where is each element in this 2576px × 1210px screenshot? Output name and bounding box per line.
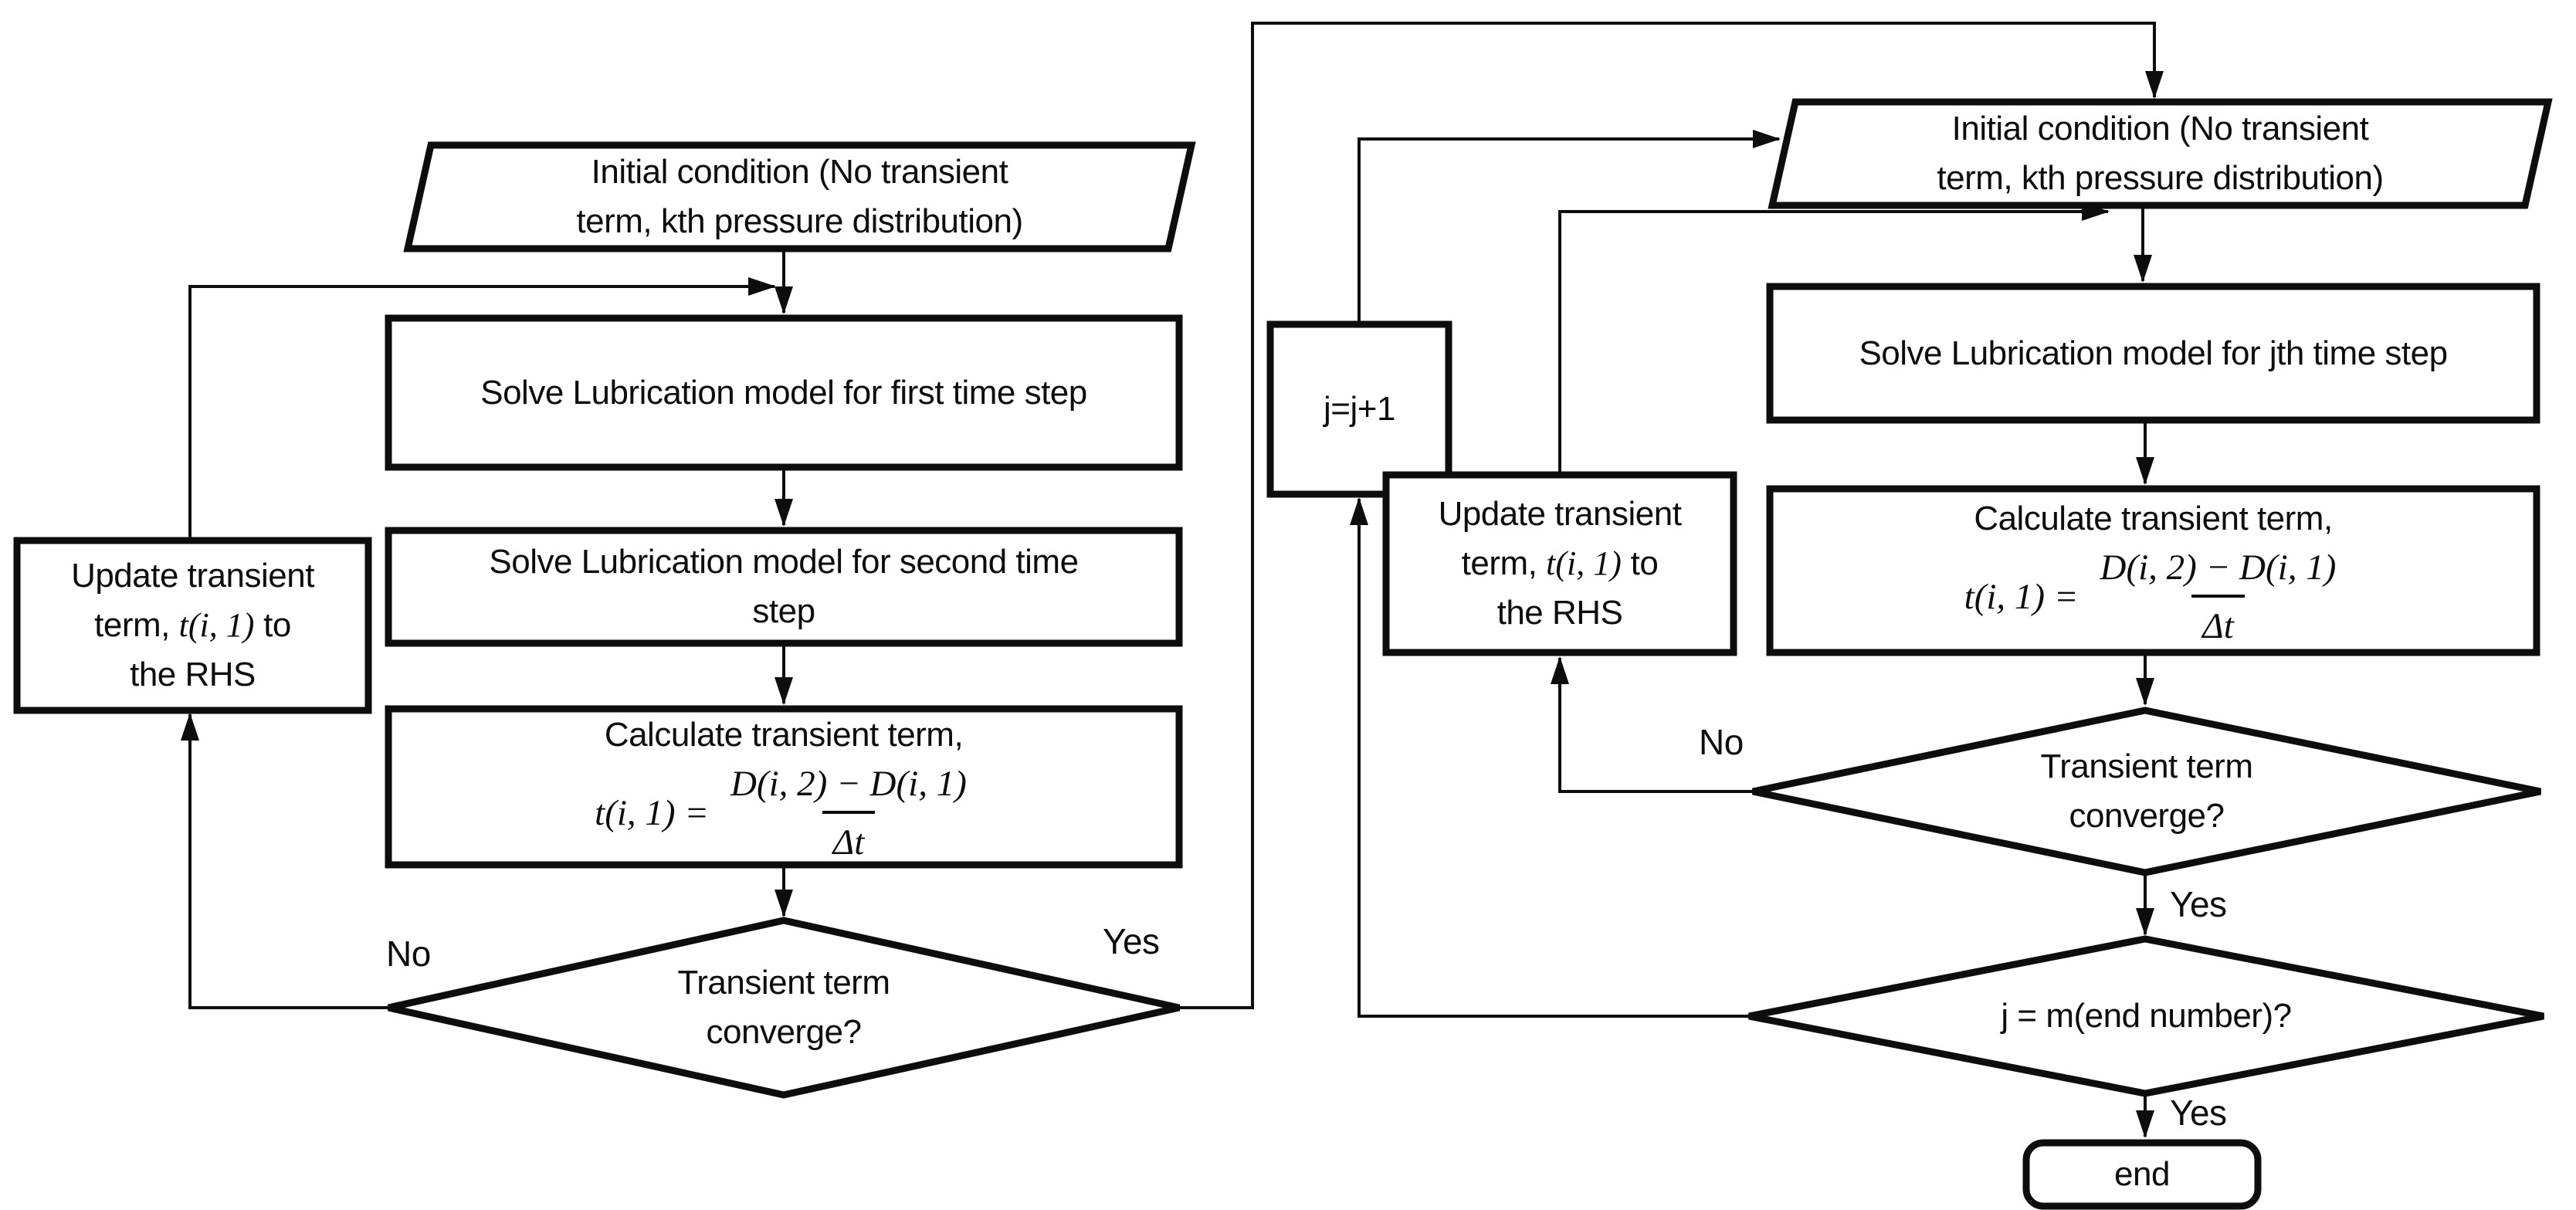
increment-j-box bbox=[1266, 320, 1452, 498]
text-line: Initial condition (No transient bbox=[591, 153, 1008, 191]
solve-jth-step-box bbox=[1766, 283, 2540, 424]
calc-transient-right-box bbox=[1766, 485, 2540, 656]
end-terminator-text: end bbox=[2114, 1155, 2170, 1194]
text-line: the RHS bbox=[130, 655, 256, 693]
solve-second-step-box bbox=[385, 527, 1183, 647]
text-line: converge? bbox=[2069, 797, 2225, 835]
converge-right-text: Transient term converge? bbox=[1753, 710, 2540, 873]
solve-jth-step-text: Solve Lubrication model for jth time ste… bbox=[1770, 286, 2537, 420]
converge-left-text: Transient term converge? bbox=[388, 920, 1179, 1095]
text-line: the RHS bbox=[1496, 593, 1623, 632]
text-line: Calculate transient term, bbox=[1974, 500, 2333, 538]
formula-fraction: D(i, 2) − D(i, 1) Δt bbox=[724, 763, 973, 863]
update-transient-right-text: Update transient term, t(i, 1) to the RH… bbox=[1386, 475, 1734, 652]
text-line: term, t(i, 1) to bbox=[94, 601, 291, 650]
math-term: t(i, 1) bbox=[1546, 544, 1622, 583]
end-check-text: j = m(end number)? bbox=[2001, 997, 2292, 1035]
text-line: Transient term bbox=[677, 964, 890, 1002]
increment-j-text: j=j+1 bbox=[1324, 390, 1395, 429]
connector-update-right-merge bbox=[1558, 202, 2110, 475]
text-line: Calculate transient term, bbox=[604, 716, 964, 754]
initial-condition-right-text: Initial condition (No transient term, kt… bbox=[1772, 102, 2548, 205]
text-line: Update transient bbox=[71, 557, 314, 595]
connector-converge-no-to-update-left bbox=[181, 713, 388, 1009]
text-part: term, bbox=[1461, 544, 1547, 583]
initial-condition-left-text: Initial condition (No transient term, kt… bbox=[408, 145, 1191, 249]
end-check-diamond bbox=[1748, 935, 2544, 1097]
calc-transient-left-box bbox=[385, 705, 1183, 869]
initial-condition-right-parallelogram bbox=[1768, 98, 2553, 209]
text-line: Solve Lubrication model for first time s… bbox=[480, 373, 1087, 412]
text-line: Initial condition (No transient bbox=[1951, 110, 2369, 148]
text-line: Solve Lubrication model for second time bbox=[489, 543, 1079, 581]
formula-numerator: D(i, 2) − D(i, 1) bbox=[730, 763, 967, 804]
branch-label-yes-end: Yes bbox=[2170, 1093, 2227, 1133]
formula-denominator: Δt bbox=[2191, 594, 2245, 647]
calc-transient-left-text: Calculate transient term, t(i, 1) = D(i,… bbox=[388, 709, 1179, 865]
formula-lhs: t(i, 1) = bbox=[595, 792, 710, 833]
text-line: term, kth pressure distribution) bbox=[1937, 159, 2384, 197]
text-line: Solve Lubrication model for jth time ste… bbox=[1859, 334, 2448, 372]
text-part: term, bbox=[94, 606, 179, 645]
connector-update-left-merge bbox=[188, 277, 776, 541]
branch-label-yes-right: Yes bbox=[2170, 884, 2227, 924]
update-transient-left-box bbox=[13, 537, 372, 714]
solve-second-step-text: Solve Lubrication model for second time … bbox=[388, 530, 1179, 643]
text-line: term, t(i, 1) to bbox=[1462, 539, 1659, 588]
branch-label-yes-left: Yes bbox=[1103, 921, 1160, 961]
end-terminator bbox=[2022, 1139, 2262, 1210]
formula-denominator: Δt bbox=[822, 810, 876, 863]
update-transient-right-box bbox=[1382, 471, 1737, 656]
text-line: converge? bbox=[706, 1013, 862, 1051]
text-part: to bbox=[254, 606, 291, 645]
solve-first-step-box bbox=[385, 314, 1183, 471]
text-line: Transient term bbox=[2040, 747, 2253, 786]
formula-lhs: t(i, 1) = bbox=[1964, 576, 2079, 617]
branch-label-no-left: No bbox=[386, 934, 431, 974]
formula-numerator: D(i, 2) − D(i, 1) bbox=[2100, 547, 2337, 588]
solve-first-step-text: Solve Lubrication model for first time s… bbox=[388, 318, 1179, 467]
initial-condition-left-parallelogram bbox=[403, 141, 1196, 253]
converge-right-diamond bbox=[1752, 707, 2541, 876]
connector-end-check-no-to-increment bbox=[1350, 497, 1749, 1018]
transient-formula: t(i, 1) = D(i, 2) − D(i, 1) Δt bbox=[595, 763, 973, 863]
update-transient-left-text: Update transient term, t(i, 1) to the RH… bbox=[17, 541, 368, 710]
connector-increment-to-initial-right bbox=[1357, 130, 1781, 324]
branch-label-no-right: No bbox=[1699, 722, 1744, 762]
connector-converge-yes-to-initial-right bbox=[1179, 22, 2164, 1009]
text-line: term, kth pressure distribution) bbox=[576, 202, 1023, 240]
transient-formula: t(i, 1) = D(i, 2) − D(i, 1) Δt bbox=[1964, 547, 2343, 647]
text-line: step bbox=[752, 592, 815, 630]
math-term: t(i, 1) bbox=[178, 606, 255, 645]
calc-transient-right-text: Calculate transient term, t(i, 1) = D(i,… bbox=[1770, 489, 2537, 652]
converge-left-diamond bbox=[388, 917, 1180, 1099]
text-part: to bbox=[1621, 544, 1659, 583]
formula-fraction: D(i, 2) − D(i, 1) Δt bbox=[2094, 547, 2343, 647]
connector-converge-right-no-to-update-right bbox=[1551, 656, 1753, 793]
text-line: Update transient bbox=[1438, 495, 1682, 534]
